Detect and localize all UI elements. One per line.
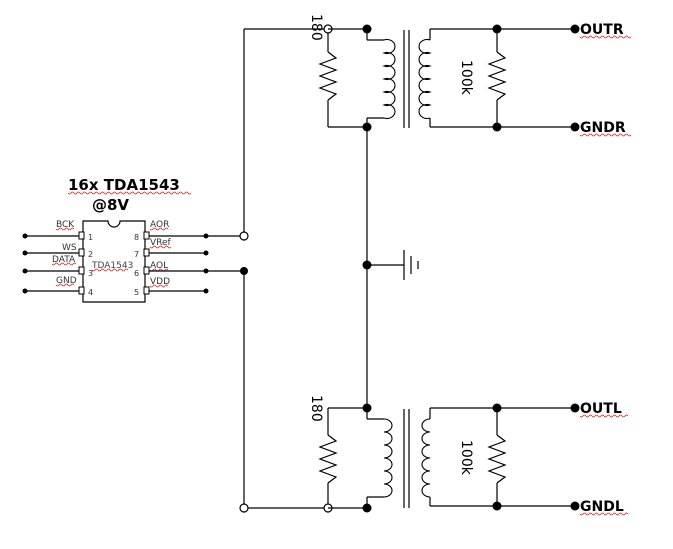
pin-7-pad (143, 248, 150, 257)
pin-3-number: 3 (88, 269, 93, 278)
gndr-label: GNDR (580, 120, 626, 136)
secondary-coil-bottom (421, 418, 431, 498)
junction-dot (362, 403, 372, 413)
pin-7-label: VRef (150, 238, 172, 248)
r180-bottom-resistor (318, 434, 338, 484)
ground-rail (362, 127, 419, 408)
pin-8-pad (143, 231, 150, 240)
spell-squiggle (579, 35, 632, 39)
pin-3-label: DATA (52, 255, 76, 265)
pin-8-terminal (203, 233, 209, 239)
spell-squiggle (55, 227, 75, 231)
pin-5-terminal (203, 288, 209, 294)
spell-squiggle (51, 262, 77, 266)
r180-top-resistor (318, 51, 338, 101)
pin-7-number: 7 (134, 250, 139, 259)
spell-squiggle (91, 268, 129, 272)
pin-8-label: AOR (150, 220, 169, 230)
chip-supply: @8V (92, 196, 129, 214)
r100k-bottom-resistor (487, 434, 507, 484)
pin-1-pad (78, 231, 85, 240)
chip-part-label: TDA1543 (91, 261, 133, 271)
pin-1-number: 1 (88, 233, 93, 242)
bottom-output-stage: 180 100k OUTL GNDL (308, 395, 629, 516)
outr-terminal (570, 24, 580, 34)
r100k-bottom-value: 100k (458, 440, 474, 476)
pin-4-number: 4 (88, 288, 93, 297)
pin-8-number: 8 (134, 233, 139, 242)
spell-squiggle (149, 284, 169, 288)
spell-squiggle (579, 414, 629, 418)
pin-5-label: VDD (150, 277, 170, 287)
secondary-coil-top (418, 38, 432, 120)
r100k-top-resistor (487, 51, 507, 101)
primary-coil-bottom (383, 418, 393, 498)
junction-dot (362, 503, 372, 513)
outl-terminal (570, 403, 580, 413)
pin-6-label: AOL (150, 261, 168, 271)
gndr-terminal (570, 122, 580, 132)
gndl-label: GNDL (580, 499, 624, 515)
aor-open-node (239, 231, 249, 241)
pin-4-terminal (22, 288, 28, 294)
r100k-top-value: 100k (458, 60, 474, 96)
spell-squiggle (67, 191, 192, 195)
spell-squiggle (579, 133, 632, 137)
outr-label: OUTR (580, 22, 624, 38)
spell-squiggle (55, 283, 75, 287)
pin-6-pad (143, 266, 150, 275)
spell-squiggle (149, 245, 172, 249)
pin-1-terminal (22, 233, 28, 239)
chip-title: 16x TDA1543 (68, 176, 180, 194)
pin-7-terminal (203, 250, 209, 256)
pin-3-pad (78, 266, 85, 275)
r180-top-value: 180 (308, 14, 324, 41)
spell-squiggle (579, 512, 629, 516)
aol-open-node (239, 503, 249, 513)
pin-3-terminal (22, 268, 28, 274)
pin-5-pad (143, 286, 150, 295)
pin-2-number: 2 (88, 250, 93, 259)
pin-1-label: BCK (56, 220, 75, 230)
pin-2-terminal (22, 250, 28, 256)
aol-junction (240, 267, 248, 275)
pin-4-pad (78, 286, 85, 295)
tda1543-chip: 16x TDA1543 @8V TDA1543 1 2 3 4 5 6 7 8 … (22, 176, 244, 303)
outl-label: OUTL (580, 401, 622, 417)
junction-dot (362, 24, 372, 34)
pin-4-label: GND (56, 276, 77, 286)
pin-6-terminal (203, 268, 209, 274)
pin-2-label: WS (62, 243, 77, 253)
pin-6-number: 6 (134, 269, 139, 278)
r180-bottom-value: 180 (308, 395, 324, 422)
pin-5-number: 5 (134, 288, 139, 297)
gndl-terminal (570, 501, 580, 511)
spell-squiggle (149, 227, 169, 231)
top-output-stage: 180 100k OUTR GNDR (308, 14, 632, 137)
pin-2-pad (78, 248, 85, 257)
primary-coil-top (382, 38, 396, 120)
spell-squiggle (149, 268, 169, 272)
